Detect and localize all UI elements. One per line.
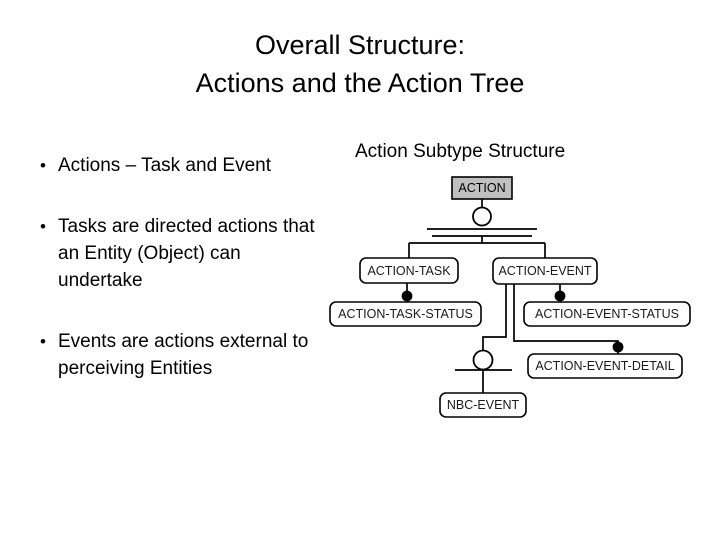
node-action-event-status-box (523, 301, 691, 327)
title-line-2: Actions and the Action Tree (195, 68, 525, 98)
subtype-circle-icon (472, 206, 492, 227)
node-action-event-status[interactable]: ACTION-EVENT-STATUS (523, 301, 691, 327)
node-action-task-box (359, 257, 459, 284)
link-event-to-nbc-subtype (482, 284, 507, 351)
node-nbc-event-box (439, 392, 527, 418)
node-action[interactable]: ACTION (451, 176, 513, 200)
node-action-task[interactable]: ACTION-TASK (359, 257, 459, 284)
node-action-box (451, 176, 513, 200)
node-action-event-detail-box (527, 353, 683, 379)
node-action-task-status[interactable]: ACTION-TASK-STATUS (329, 301, 482, 327)
cardinality-dot-event-detail (612, 341, 624, 353)
bullet-list: • Actions – Task and Event • Tasks are d… (40, 152, 330, 416)
node-action-event-status-label: ACTION-EVENT-STATUS (535, 307, 679, 321)
list-item-label: Events are actions external to perceivin… (58, 331, 309, 379)
node-action-event-box (492, 257, 598, 285)
diagram-heading: Action Subtype Structure (355, 141, 566, 162)
list-item: • Events are actions external to perceiv… (40, 328, 330, 382)
bullet-marker-icon: • (40, 156, 46, 175)
cardinality-dot-event-status (554, 290, 566, 302)
node-action-task-label: ACTION-TASK (367, 264, 451, 278)
list-item: • Actions – Task and Event (40, 152, 330, 179)
node-action-event-detail-label: ACTION-EVENT-DETAIL (535, 359, 674, 373)
node-action-label: ACTION (458, 181, 505, 195)
bullet-marker-icon: • (40, 217, 46, 236)
node-action-event-label: ACTION-EVENT (498, 264, 591, 278)
link-event-to-event-detail (513, 284, 619, 354)
node-nbc-event-label: NBC-EVENT (447, 398, 520, 412)
subtype-circle-nbc-icon (472, 349, 494, 371)
node-action-task-status-label: ACTION-TASK-STATUS (338, 307, 473, 321)
list-item-label: Tasks are directed actions that an Entit… (58, 216, 315, 291)
cardinality-dot-task-status (401, 290, 413, 302)
bullet-marker-icon: • (40, 332, 46, 351)
title-line-1: Overall Structure: (254, 30, 466, 60)
node-nbc-event[interactable]: NBC-EVENT (439, 392, 527, 418)
node-action-event-detail[interactable]: ACTION-EVENT-DETAIL (527, 353, 683, 379)
list-item-label: Actions – Task and Event (58, 155, 271, 176)
list-item: • Tasks are directed actions that an Ent… (40, 213, 330, 294)
page-title: Overall Structure: Actions and the Actio… (0, 26, 720, 102)
node-action-event[interactable]: ACTION-EVENT (492, 257, 598, 285)
node-action-task-status-box (329, 301, 482, 327)
